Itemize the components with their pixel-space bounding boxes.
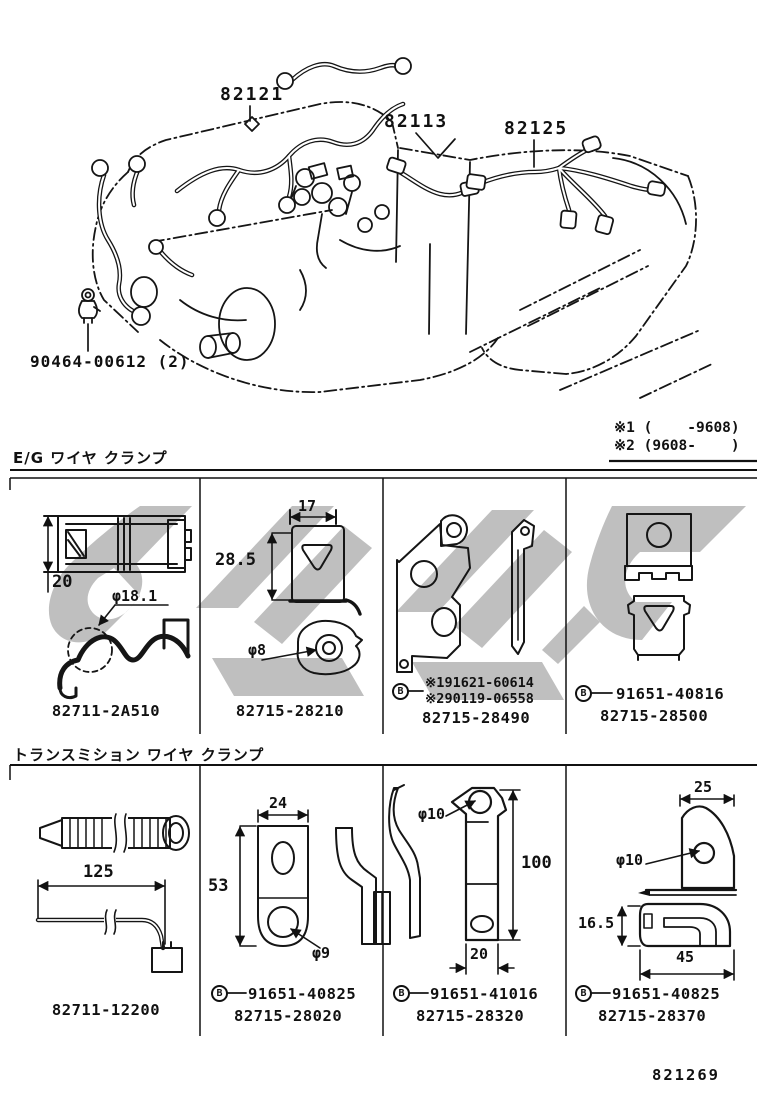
harness-wires	[96, 61, 656, 314]
dim-label: 125	[83, 862, 114, 882]
b-fitting-icon: B	[575, 985, 592, 1002]
part-number: 82715-28370	[598, 1007, 707, 1025]
dim-label: 28.5	[215, 550, 256, 570]
dim-label: φ18.1	[112, 587, 158, 605]
leader-lines	[87, 105, 535, 352]
applicability-note-2: ※2 (9608- )	[614, 438, 740, 454]
part-number: 82715-28500	[600, 707, 709, 725]
grid-lines	[9, 459, 757, 1036]
part-number: 82715-28320	[416, 1007, 525, 1025]
part-number-top: 91651-40816	[616, 685, 725, 703]
applicability-note-1: ※1 ( -9608)	[614, 420, 740, 436]
tm-cell-drawings	[35, 784, 738, 994]
harness-connectors	[91, 57, 667, 326]
dim-label: φ10	[418, 805, 446, 823]
engine-part-label-clip: 90464-00612 (2)	[30, 352, 190, 371]
dim-label: 20	[52, 572, 73, 592]
engine-part-label-82121: 82121	[220, 84, 285, 105]
b-fitting-icon: B	[393, 985, 410, 1002]
part-number: 82715-28020	[234, 1007, 343, 1025]
dim-label: 17	[298, 497, 317, 515]
part-number: 82715-28210	[235, 702, 345, 720]
section-title-eg-wire-clamp: E/G ワイヤ クランプ	[13, 449, 168, 467]
part-number-top: 91651-40825	[612, 985, 721, 1003]
dim-label: 45	[676, 948, 695, 966]
eg-cell-drawings	[42, 509, 693, 700]
dim-label: 25	[694, 778, 713, 796]
part-number: 82711-2A510	[51, 702, 161, 720]
dim-label: φ10	[616, 851, 644, 869]
engine-part-label-82113: 82113	[384, 111, 449, 132]
dim-label: 100	[521, 853, 552, 873]
dim-label: 24	[269, 794, 288, 812]
dim-label: φ8	[248, 641, 267, 659]
part-number-top: 91651-41016	[430, 985, 539, 1003]
dim-label: φ9	[312, 944, 331, 962]
section-title-tm-wire-clamp: トランスミション ワイヤ クランプ	[13, 746, 265, 764]
dim-label: 53	[208, 876, 229, 896]
part-number-top: 91651-40825	[248, 985, 357, 1003]
page-code: 821269	[652, 1066, 720, 1084]
b-fitting-icon: B	[575, 685, 592, 702]
part-number: 82715-28490	[422, 709, 531, 727]
engine-illustration	[78, 57, 713, 399]
b-fitting-icon: B	[392, 683, 409, 700]
part-number-alt2: ※290119-06558	[425, 691, 534, 707]
dim-label: 16.5	[578, 914, 615, 932]
part-number: 82711-12200	[51, 1001, 161, 1019]
clip-illustration	[78, 288, 101, 324]
engine-part-label-82125: 82125	[504, 118, 569, 139]
part-number-alt1: ※191621-60614	[425, 675, 534, 691]
b-fitting-icon: B	[211, 985, 228, 1002]
dim-label: 20	[470, 945, 489, 963]
